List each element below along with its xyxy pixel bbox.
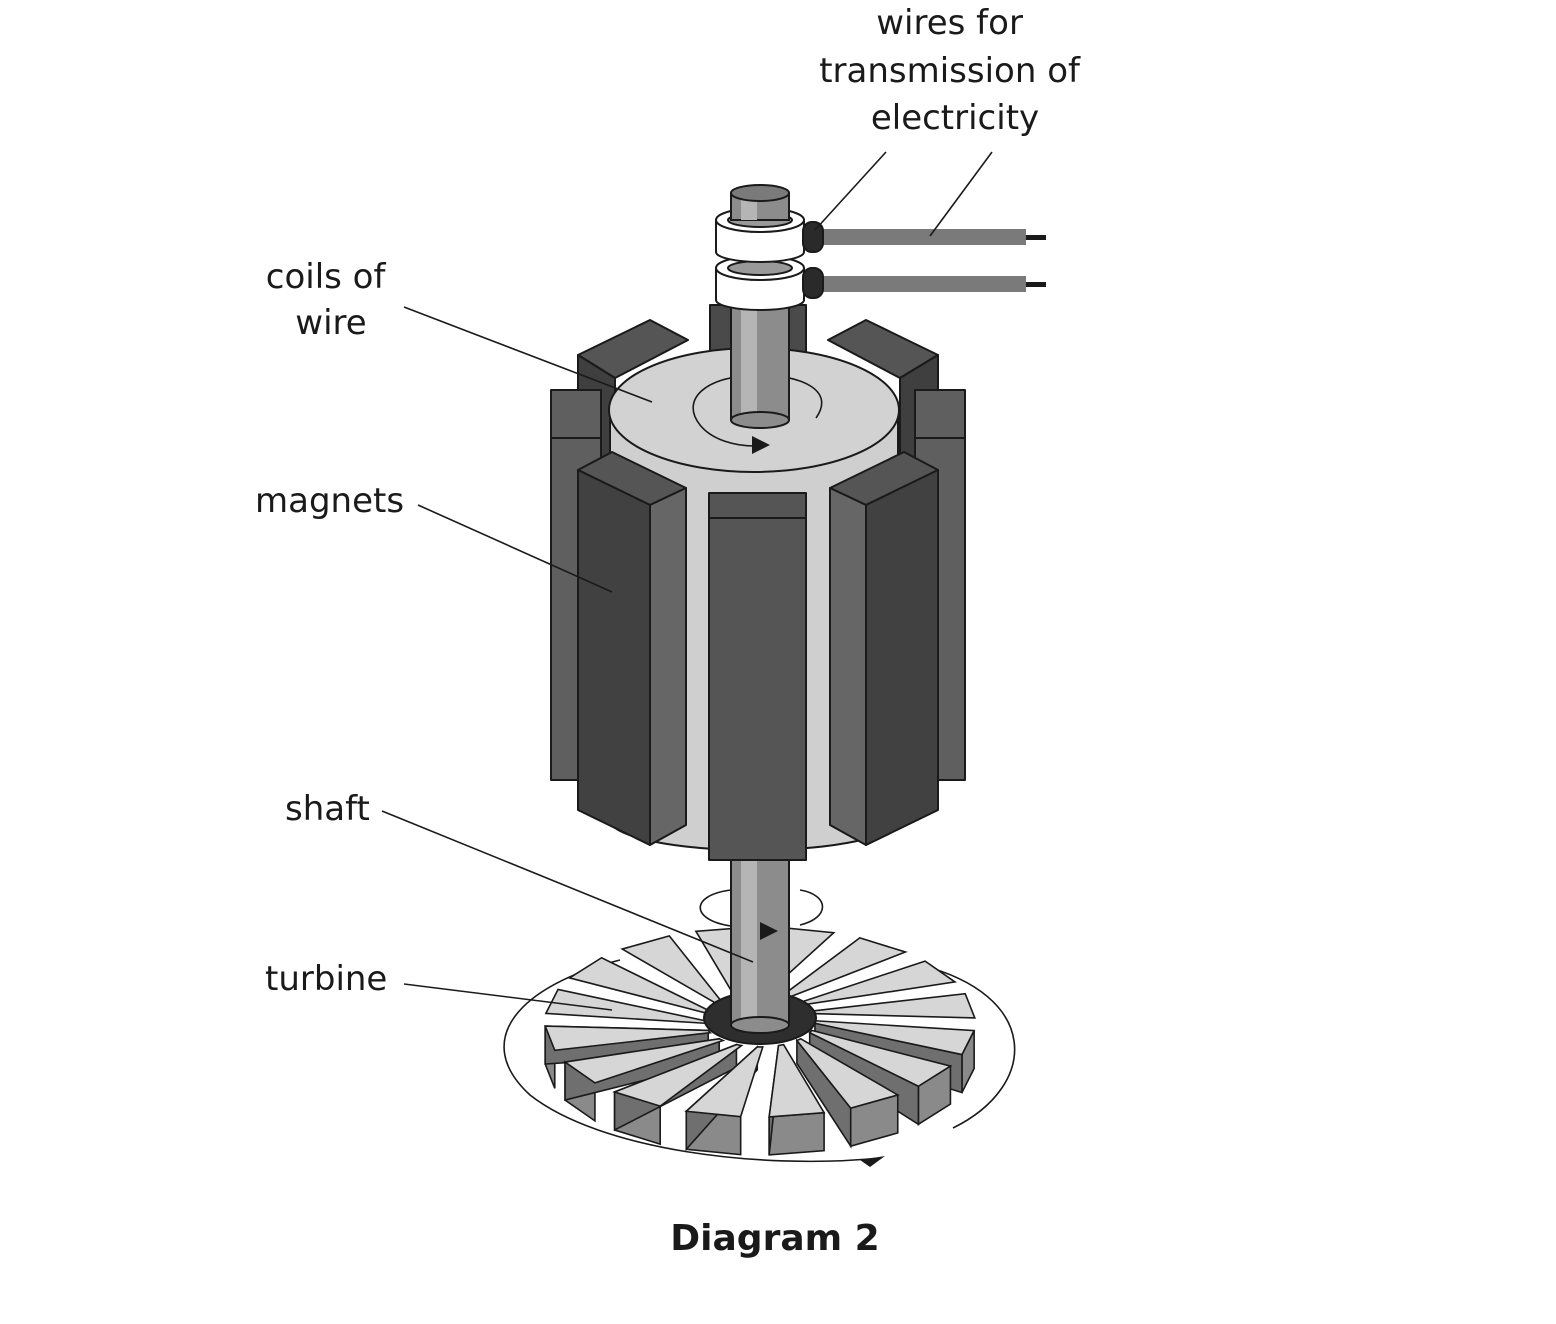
coil-rotation-arrow: [692, 374, 823, 447]
shaft-rotation-arrow: [699, 889, 824, 927]
shaft: [699, 849, 824, 1034]
turbine-blade: [684, 1046, 764, 1118]
leader-coils: [403, 306, 653, 403]
turbine-blade: [562, 1037, 726, 1084]
label-shaft: shaft: [285, 789, 370, 829]
leader-shaft: [381, 810, 754, 963]
turbine: [503, 926, 1016, 1167]
slip-rings: [715, 184, 805, 429]
coil-rotation-arrowhead: [752, 436, 770, 454]
shaft-rotation-arrowhead: [760, 922, 778, 940]
turbine-blade-side: [768, 1111, 825, 1156]
wire-lower-terminal: [802, 221, 824, 253]
turbine-rotation-arrow: [503, 959, 1016, 1163]
turbine-blade: [768, 1043, 826, 1118]
magnet-front-center: [708, 492, 807, 861]
leader-wires-2: [929, 151, 993, 237]
diagram-caption: Diagram 2: [670, 1218, 879, 1259]
label-magnets: magnets: [255, 481, 404, 521]
label-turbine: turbine: [265, 959, 387, 999]
leader-magnets: [417, 504, 613, 593]
turbine-blade: [808, 1029, 953, 1088]
turbine-blade: [612, 1043, 744, 1108]
leader-wires-1: [814, 151, 887, 231]
generator-rotor: [550, 304, 966, 861]
transmission-wires: [802, 221, 1046, 299]
leader-turbine: [403, 983, 613, 1011]
label-coils-of-wire: coils of wire: [266, 257, 397, 343]
turbine-rotation-arrowhead: [860, 1156, 885, 1167]
turbine-blade: [795, 1037, 900, 1110]
label-wires: wires for transmission of electricity: [819, 3, 1091, 138]
wire-lower: [818, 276, 1026, 292]
wire-upper: [818, 229, 1026, 245]
turbine-blades: [544, 926, 976, 1156]
turbine-blade: [544, 1025, 712, 1052]
